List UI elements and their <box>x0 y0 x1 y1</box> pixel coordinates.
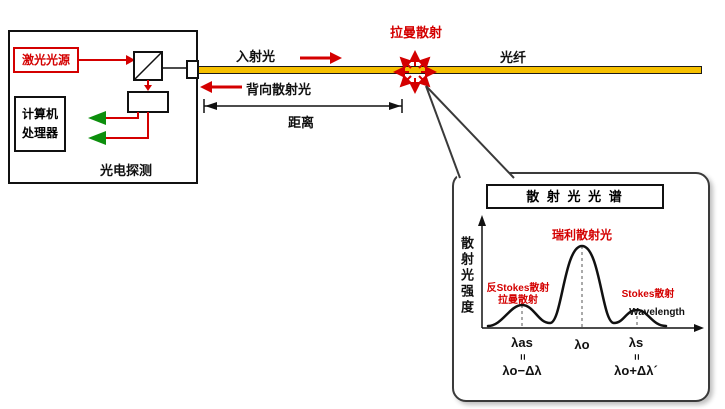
tick-lambda-as-value: λo−Δλ <box>502 363 542 378</box>
peak-guide-lines <box>521 246 638 328</box>
laser-to-splitter-arrow <box>71 55 135 65</box>
stokes-peak-label: Stokes散射 <box>621 289 675 300</box>
spectrum-curve <box>486 244 668 328</box>
incident-light-arrow <box>300 52 342 64</box>
equals-sign-1: = <box>500 348 544 363</box>
green-detector-icons <box>88 111 106 145</box>
equals-sign-2: = <box>614 348 658 363</box>
anti-stokes-label-line1: 反Stokes散射 <box>486 283 550 294</box>
detector-links <box>106 112 149 139</box>
rayleigh-peak-label: 瑞利散射光 <box>551 228 612 242</box>
raman-scattering-label: 拉曼散射 <box>390 25 443 40</box>
fiber-connector <box>186 60 199 79</box>
splitter-down-arrow <box>144 80 152 91</box>
backscatter-arrow <box>200 81 242 93</box>
tick-lambda-o: λo <box>574 337 590 352</box>
tick-lambda-as: λas <box>511 335 533 350</box>
raman-scattering-burst-icon <box>393 50 437 94</box>
backscatter-label: 背向散射光 <box>246 82 312 97</box>
anti-stokes-label-line2: 拉曼散射 <box>498 295 538 306</box>
computer-label-line2: 处理器 <box>21 126 58 140</box>
spectrum-axes <box>481 224 696 329</box>
laser-source-box: 激光光源 <box>13 47 79 73</box>
callout-tail <box>425 85 516 180</box>
fiber-label: 光纤 <box>500 50 527 65</box>
distance-dimension-arrow <box>203 99 403 113</box>
computer-label-line1: 计算机 <box>21 107 58 122</box>
laser-source-label: 激光光源 <box>21 53 70 67</box>
spectrum-y-axis-label: 散射光强度 <box>459 236 474 316</box>
spectrum-callout: 散 射 光 光 谱 散射光强度 瑞利散射光 反Stokes散射 拉曼散射 Sto… <box>452 172 710 402</box>
tick-lambda-s: λs <box>628 335 644 350</box>
optical-fiber <box>192 66 702 74</box>
spectrum-plot <box>478 215 704 332</box>
incident-light-label: 入射光 <box>236 49 276 64</box>
distance-label: 距离 <box>288 115 315 130</box>
equals-glyph-1: = <box>516 353 528 361</box>
wavelength-label: Wavelength <box>629 307 685 318</box>
photodetector-label: 光电探测 <box>100 163 153 178</box>
beam-splitter-icon <box>133 51 163 81</box>
x-axis-arrowhead <box>694 324 704 332</box>
spectrum-title: 散 射 光 光 谱 <box>486 184 664 209</box>
y-axis-arrowhead <box>478 215 486 226</box>
photodetector-box <box>127 91 169 113</box>
equals-glyph-2: = <box>630 353 642 361</box>
computer-processor-box: 计算机 处理器 <box>14 96 66 152</box>
tick-lambda-s-value: λo+Δλ´ <box>614 363 658 378</box>
